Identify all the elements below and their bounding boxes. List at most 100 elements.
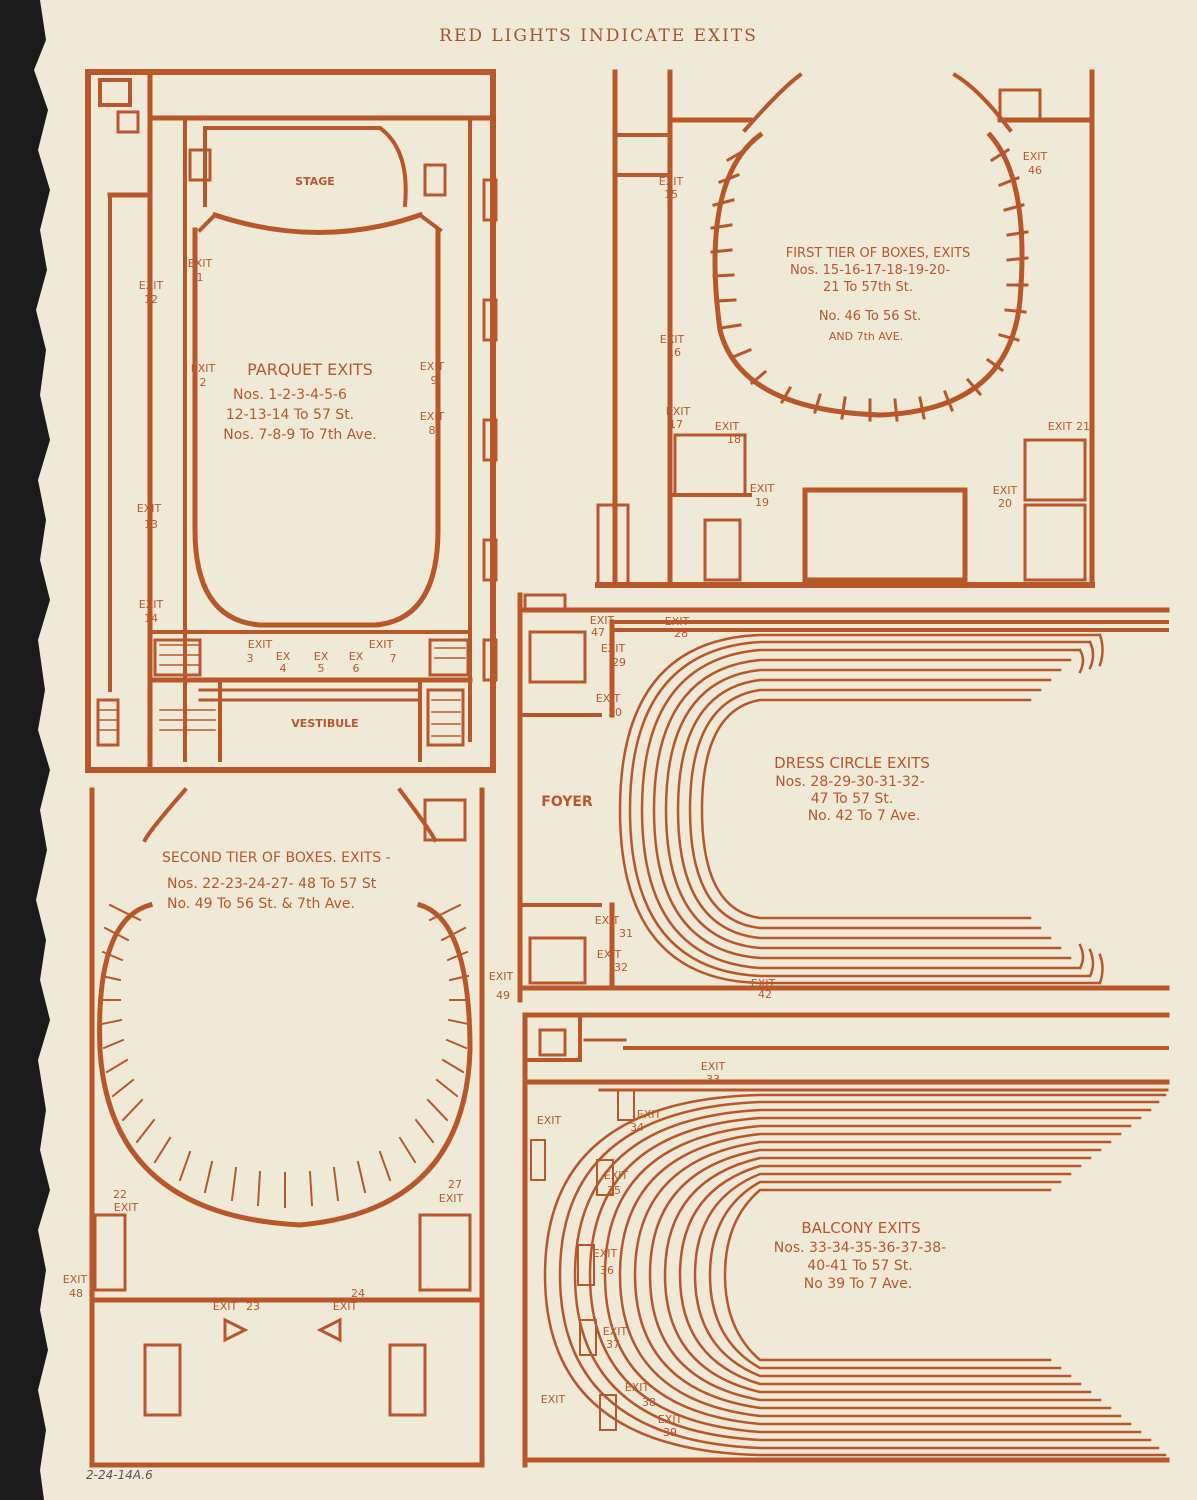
exit-30-label: EXIT bbox=[596, 692, 621, 705]
exit-15-label: EXIT bbox=[659, 175, 684, 188]
exit-5-number: 5 bbox=[318, 662, 325, 675]
dress-circle-line-3: No. 42 To 7 Ave. bbox=[808, 808, 921, 824]
first-tier-line-3: No. 46 To 56 St. bbox=[819, 309, 921, 324]
exit-49-number: 49 bbox=[496, 989, 510, 1002]
exit-19-number: 19 bbox=[755, 496, 769, 509]
exit-32-label: EXIT bbox=[597, 948, 622, 961]
exit-29-label: EXIT bbox=[601, 642, 626, 655]
exit-4-number: 4 bbox=[280, 662, 287, 675]
exit-49-label: EXIT bbox=[489, 970, 514, 983]
exit-13-label: EXIT bbox=[137, 502, 162, 515]
exit-38-label: EXIT bbox=[625, 1381, 650, 1394]
exit-46-label: EXIT bbox=[1023, 150, 1048, 163]
exit-6-label: EX bbox=[349, 650, 364, 663]
exit-6-number: 6 bbox=[353, 662, 360, 675]
vestibule-label: VESTIBULE bbox=[291, 717, 358, 730]
second-tier-line-2: No. 49 To 56 St. & 7th Ave. bbox=[167, 896, 355, 912]
second-tier-heading: SECOND TIER OF BOXES. EXITS - bbox=[162, 850, 391, 866]
exit-13-number: 13 bbox=[144, 518, 158, 531]
first-tier-heading: FIRST TIER OF BOXES, EXITS bbox=[786, 246, 971, 261]
exit-4-label: EX bbox=[276, 650, 291, 663]
parquet-heading: PARQUET EXITS bbox=[247, 360, 373, 379]
exit-18-label: EXIT bbox=[715, 420, 740, 433]
exit-21-number: 21 bbox=[1076, 420, 1090, 433]
dress-circle-rows bbox=[618, 633, 1104, 985]
parquet-plan bbox=[85, 69, 498, 773]
exit-48-label: EXIT bbox=[63, 1273, 88, 1286]
exit-lower-left-label: EXIT bbox=[541, 1393, 566, 1406]
exit-31-number: 31 bbox=[619, 927, 633, 940]
exit-9-label: EXIT bbox=[420, 360, 445, 373]
dress-circle-line-1: Nos. 28-29-30-31-32- bbox=[775, 774, 925, 790]
exit-20-number: 20 bbox=[998, 497, 1012, 510]
first-tier-line-4: AND 7th AVE. bbox=[829, 330, 903, 343]
exit-5-label: EX bbox=[314, 650, 329, 663]
exit-35-number: 35 bbox=[607, 1184, 621, 1197]
first-tier-line-2: 21 To 57th St. bbox=[823, 280, 913, 295]
first-tier-plan bbox=[595, 69, 1095, 588]
exit-34-label: EXIT bbox=[637, 1108, 662, 1121]
exit-42-label: EXIT bbox=[751, 977, 776, 990]
dress-circle-heading: DRESS CIRCLE EXITS bbox=[774, 754, 930, 772]
exit-42-number: 42 bbox=[758, 988, 772, 1001]
exit-12-number: 12 bbox=[144, 293, 158, 306]
exit-9-number: 9 bbox=[431, 374, 438, 387]
exit-24-number: 24 bbox=[351, 1287, 365, 1300]
exit-29-number: 29 bbox=[612, 656, 626, 669]
archive-handwritten-note: 2-24-14A.6 bbox=[86, 1468, 153, 1482]
exit-14-label: EXIT bbox=[139, 598, 164, 611]
parquet-line-2: 12-13-14 To 57 St. bbox=[226, 407, 354, 423]
exit-37-number: 37 bbox=[606, 1338, 620, 1351]
exit-2-label: EXIT bbox=[191, 362, 216, 375]
second-tier-plan bbox=[89, 787, 485, 1468]
exit-1-number: 1 bbox=[197, 271, 204, 284]
balcony-heading: BALCONY EXITS bbox=[801, 1219, 920, 1237]
exit-40-41-label: EXIT bbox=[537, 1114, 562, 1127]
exit-27-number: 27 bbox=[448, 1178, 462, 1191]
exit-18-number: 18 bbox=[727, 433, 741, 446]
exit-47-number: 47 bbox=[591, 626, 605, 639]
exit-46-number: 46 bbox=[1028, 164, 1042, 177]
exit-31-label: EXIT bbox=[595, 914, 620, 927]
exit-48-number: 48 bbox=[69, 1287, 83, 1300]
exit-22-label: EXIT bbox=[114, 1201, 139, 1214]
exit-16-number: 16 bbox=[667, 346, 681, 359]
exit-8-number: 8 bbox=[429, 424, 436, 437]
first-tier-line-1: Nos. 15-16-17-18-19-20- bbox=[790, 263, 950, 278]
exit-28-number: 28 bbox=[674, 627, 688, 640]
exit-19-label: EXIT bbox=[750, 482, 775, 495]
exit-1-label: EXIT bbox=[188, 257, 213, 270]
exit-14-number: 14 bbox=[144, 612, 158, 625]
page-title: RED LIGHTS INDICATE EXITS bbox=[439, 26, 758, 46]
exit-39-number: 39 bbox=[663, 1426, 677, 1439]
exit-8-label: EXIT bbox=[420, 410, 445, 423]
balcony-rows bbox=[543, 1093, 1167, 1457]
exit-30-number: 30 bbox=[608, 706, 622, 719]
balcony-line-3: No 39 To 7 Ave. bbox=[804, 1276, 912, 1292]
exit-38-number: 38 bbox=[642, 1396, 656, 1409]
exit-23-number: 23 bbox=[246, 1300, 260, 1313]
balcony-plan bbox=[522, 1012, 1170, 1468]
exit-37-label: EXIT bbox=[603, 1325, 628, 1338]
exit-22-number: 22 bbox=[113, 1188, 127, 1201]
balcony-line-2: 40-41 To 57 St. bbox=[807, 1258, 912, 1274]
exit-3-number: 3 bbox=[247, 652, 254, 665]
exit-28-label: EXIT bbox=[665, 615, 690, 628]
exit-33-number: 33 bbox=[706, 1073, 720, 1086]
dress-circle-plan bbox=[517, 592, 1170, 1003]
dress-circle-line-2: 47 To 57 St. bbox=[811, 791, 894, 807]
exit-7-label: EXIT bbox=[369, 638, 394, 651]
first-tier-box-seats bbox=[710, 147, 1029, 422]
exit-7-number: 7 bbox=[390, 652, 397, 665]
exit-3-label: EXIT bbox=[248, 638, 273, 651]
exit-36-number: 36 bbox=[600, 1264, 614, 1277]
second-tier-line-1: Nos. 22-23-24-27- 48 To 57 St bbox=[167, 876, 377, 892]
exit-34-number: 34 bbox=[630, 1121, 644, 1134]
exit-20-label: EXIT bbox=[993, 484, 1018, 497]
exit-35-label: EXIT bbox=[604, 1169, 629, 1182]
exit-15-number: 15 bbox=[664, 188, 678, 201]
foyer-label: FOYER bbox=[541, 794, 593, 810]
exit-17-number: 17 bbox=[669, 418, 683, 431]
balcony-line-1: Nos. 33-34-35-36-37-38- bbox=[774, 1240, 946, 1256]
